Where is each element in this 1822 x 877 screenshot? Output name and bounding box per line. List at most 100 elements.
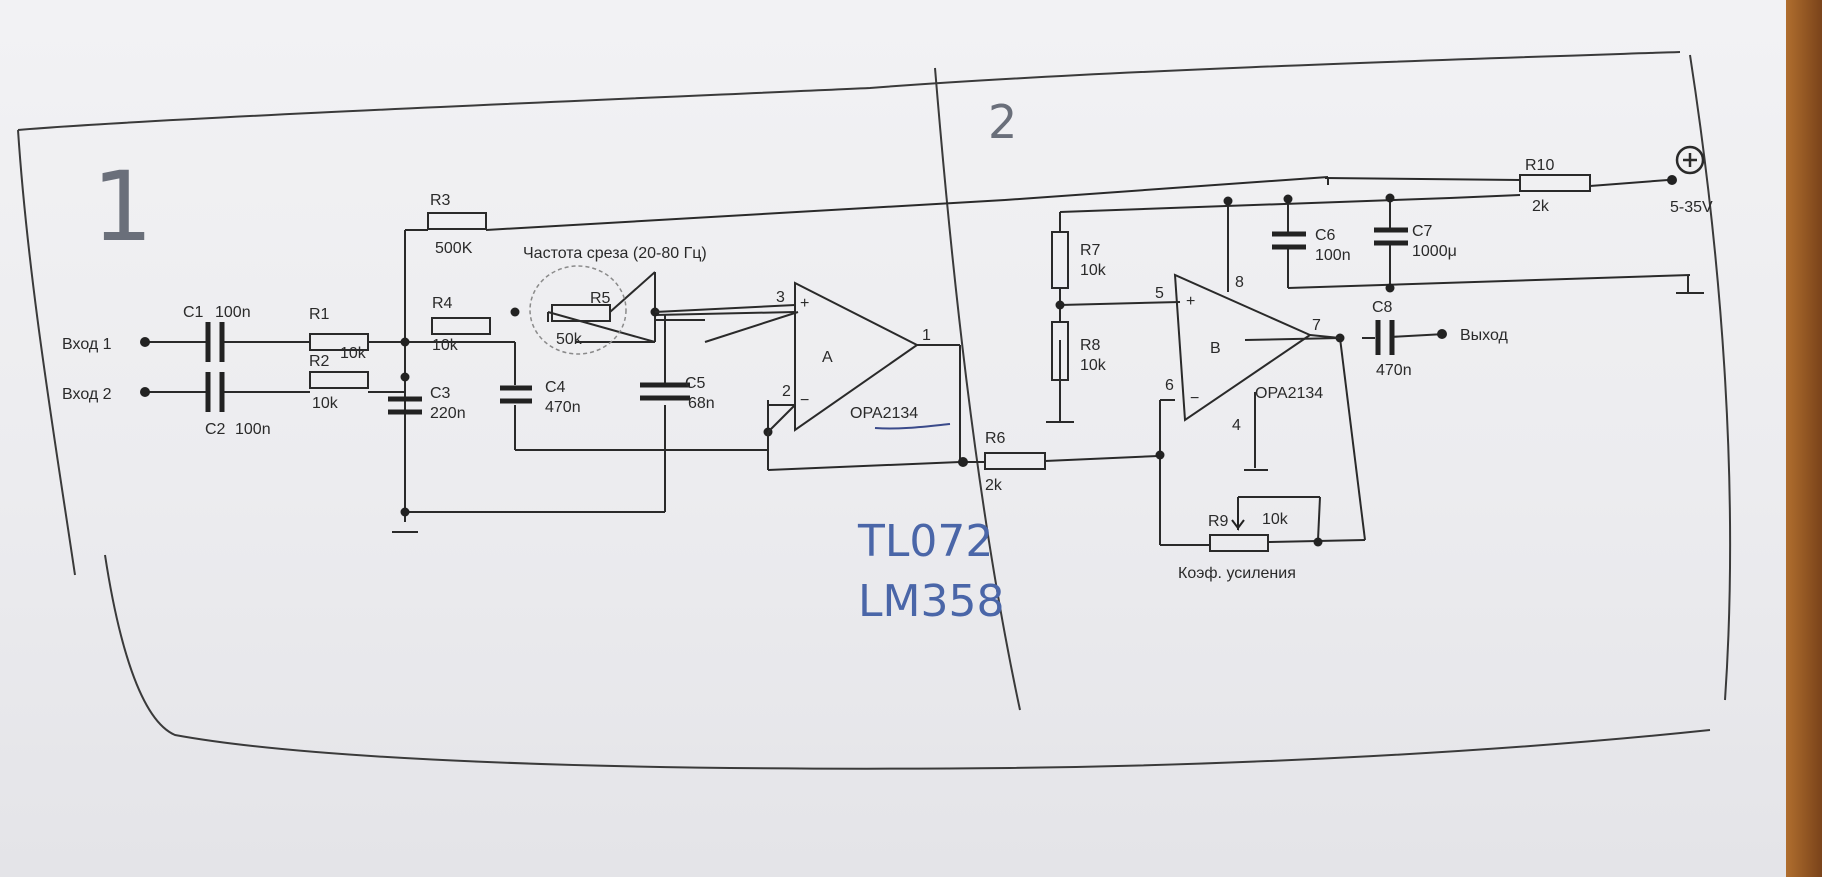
- svg-text:C6: C6: [1315, 227, 1336, 244]
- svg-text:100n: 100n: [1315, 247, 1351, 264]
- handwritten-lm358: LM358: [858, 576, 1004, 627]
- node: [1313, 537, 1323, 547]
- capacitor-C6: C6 100n: [1272, 227, 1351, 264]
- svg-text:−: −: [1190, 390, 1199, 407]
- node: [1223, 196, 1233, 206]
- svg-text:68n: 68n: [688, 395, 715, 412]
- node: [400, 507, 410, 517]
- svg-text:1: 1: [922, 327, 931, 344]
- node: [1283, 194, 1293, 204]
- svg-text:2: 2: [782, 383, 791, 400]
- svg-text:OPA2134: OPA2134: [850, 405, 918, 422]
- svg-text:7: 7: [1312, 317, 1321, 334]
- gain-label: Коэф. усиления: [1178, 565, 1296, 582]
- svg-text:4: 4: [1232, 417, 1241, 434]
- svg-text:100n: 100n: [235, 421, 271, 438]
- node: [510, 307, 520, 317]
- opamp-A: + − 3 2 1 A OPA2134: [654, 281, 961, 471]
- svg-text:10k: 10k: [340, 345, 367, 362]
- svg-text:R8: R8: [1080, 337, 1101, 354]
- resistor-R6: R6 2k: [958, 430, 1159, 494]
- svg-text:470n: 470n: [545, 399, 581, 416]
- svg-text:8: 8: [1235, 274, 1244, 291]
- svg-text:C1: C1: [183, 304, 204, 321]
- capacitor-C1: C1 100n: [183, 304, 251, 362]
- opamp-B: + − 5 6 7 8 4 B OPA2134: [1155, 273, 1341, 434]
- capacitor-C2: C2 100n: [205, 372, 271, 438]
- svg-text:A: A: [822, 349, 833, 366]
- node: [1055, 300, 1065, 310]
- svg-text:R3: R3: [430, 192, 451, 209]
- capacitor-C7: C7 1000μ: [1374, 223, 1457, 260]
- svg-text:2k: 2k: [985, 477, 1003, 494]
- svg-text:+: +: [1186, 293, 1195, 310]
- input-1-label: Вход 1: [62, 336, 112, 353]
- svg-text:R4: R4: [432, 295, 453, 312]
- svg-text:+: +: [800, 295, 809, 312]
- resistor-R4: R4 10k: [431, 295, 491, 354]
- node: [1155, 450, 1165, 460]
- svg-text:500K: 500K: [435, 240, 473, 257]
- input-2-terminal: [140, 387, 150, 397]
- wooden-edge: [1786, 0, 1822, 877]
- svg-text:B: B: [1210, 340, 1221, 357]
- handwritten-tl072: TL072: [857, 516, 993, 567]
- svg-text:5: 5: [1155, 285, 1164, 302]
- svg-text:C7: C7: [1412, 223, 1433, 240]
- svg-text:10k: 10k: [312, 395, 339, 412]
- section-number-1: 1: [92, 151, 153, 263]
- svg-text:6: 6: [1165, 377, 1174, 394]
- section-number-2: 2: [988, 95, 1017, 149]
- svg-text:R1: R1: [309, 306, 330, 323]
- svg-text:R2: R2: [309, 353, 330, 370]
- svg-text:C2: C2: [205, 421, 226, 438]
- cutoff-label: Частота среза (20-80 Гц): [523, 245, 707, 262]
- resistor-R10: R10 2k: [1519, 157, 1591, 215]
- section-frames: [17, 51, 1732, 770]
- node: [400, 337, 410, 347]
- plus-icon: [1683, 153, 1697, 167]
- svg-text:220n: 220n: [430, 405, 466, 422]
- supply-terminal: [1667, 175, 1677, 185]
- resistor-R1: R1 10k: [309, 306, 369, 362]
- node: [1385, 193, 1395, 203]
- svg-text:−: −: [800, 392, 809, 409]
- svg-text:2k: 2k: [1532, 198, 1550, 215]
- output-terminal: [1437, 329, 1447, 339]
- svg-text:1000μ: 1000μ: [1412, 243, 1457, 260]
- svg-text:OPA2134: OPA2134: [1255, 385, 1323, 402]
- resistor-R3: R3 500K: [427, 192, 487, 257]
- svg-text:R10: R10: [1525, 157, 1554, 174]
- input-2-label: Вход 2: [62, 386, 112, 403]
- svg-text:10k: 10k: [1262, 511, 1289, 528]
- input-1-terminal: [140, 337, 150, 347]
- svg-text:C4: C4: [545, 379, 566, 396]
- output-wiring: [1004, 176, 1704, 546]
- svg-text:10k: 10k: [1080, 262, 1107, 279]
- node: [400, 372, 410, 382]
- output-label: Выход: [1460, 327, 1509, 344]
- svg-text:10k: 10k: [432, 337, 459, 354]
- potentiometer-R9: R9 10k Коэф. усиления: [1178, 510, 1296, 582]
- svg-text:50k: 50k: [556, 331, 583, 348]
- resistor-R7: R7 10k: [1051, 231, 1107, 289]
- plus-icon: [1675, 145, 1705, 175]
- svg-text:R7: R7: [1080, 242, 1101, 259]
- svg-text:C5: C5: [685, 375, 706, 392]
- supply-label: 5-35V: [1670, 199, 1713, 216]
- svg-text:3: 3: [776, 289, 785, 306]
- svg-text:R9: R9: [1208, 513, 1229, 530]
- svg-text:100n: 100n: [215, 304, 251, 321]
- svg-text:C3: C3: [430, 385, 451, 402]
- resistor-R2: R2 10k: [309, 353, 369, 412]
- capacitor-C5: C5 68n: [640, 375, 715, 412]
- svg-text:10k: 10k: [1080, 357, 1107, 374]
- svg-text:R5: R5: [590, 290, 611, 307]
- resistor-R8: R8 10k: [1051, 321, 1107, 381]
- svg-text:470n: 470n: [1376, 362, 1412, 379]
- svg-text:C8: C8: [1372, 299, 1393, 316]
- input-wiring: [145, 199, 1006, 533]
- capacitor-C8: C8 470n: [1372, 299, 1412, 379]
